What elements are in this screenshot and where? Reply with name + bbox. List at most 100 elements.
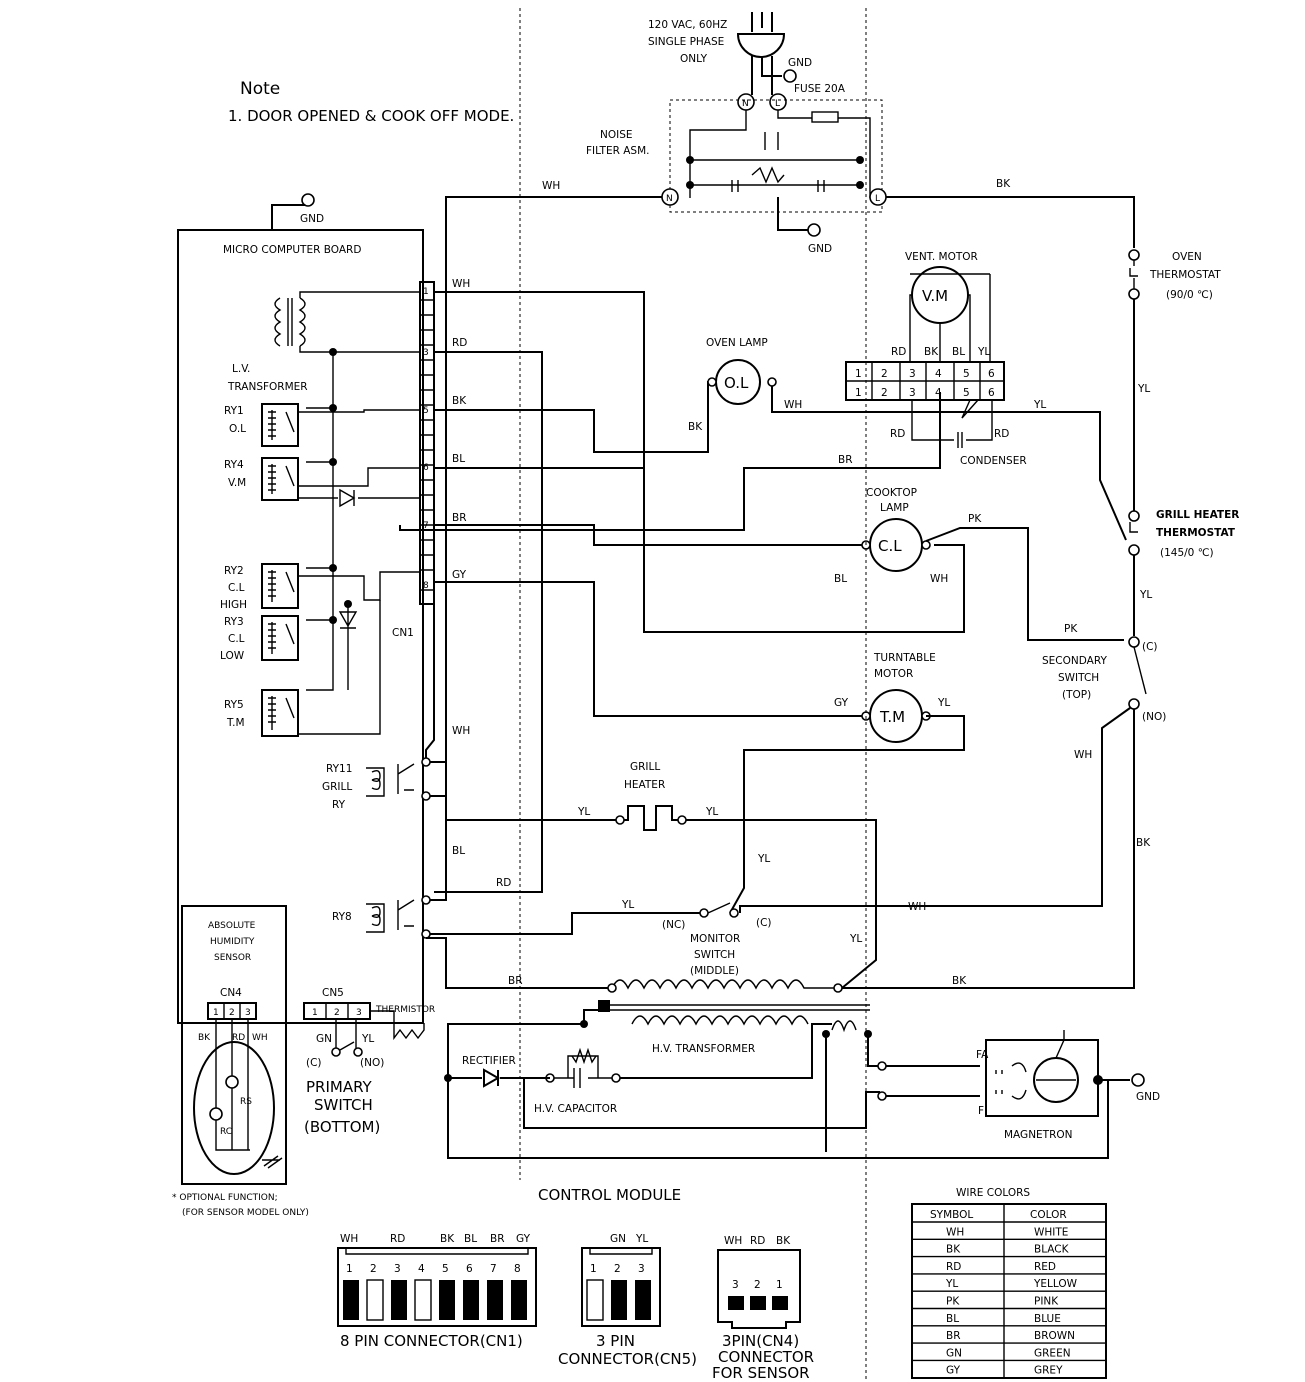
oven-lamp-code: O.L [724, 374, 749, 392]
cn1-slot-7 [487, 1280, 503, 1320]
cn1-pin-8: 8 [423, 581, 429, 591]
cn1-detail-pin-3: 3 [394, 1263, 401, 1275]
magnetron-gnd-label: GND [1136, 1091, 1160, 1103]
grill-thermostat-label-2: THERMOSTAT [1156, 527, 1236, 539]
vent-pin-6a: 6 [988, 368, 995, 380]
wire-label-gh-yl-1: YL [577, 806, 590, 818]
secondary-switch-c: (C) [1142, 641, 1158, 653]
wire-label-bl-ry11: BL [452, 845, 465, 857]
cn1-pin-3: 3 [423, 348, 429, 358]
oven-thermostat: OVEN THERMOSTAT (90/0 ℃) [1128, 249, 1221, 301]
monitor-switch-nc: (NC) [662, 919, 685, 931]
note-title: Note [240, 79, 280, 99]
cn5-primary-switch: CN5 1 2 3 THERMISTOR GN YL (C) (NO) PRIM… [303, 987, 435, 1136]
hv-core-mark [598, 1000, 610, 1012]
cooktop-lamp-label-2: LAMP [880, 502, 909, 514]
wire-wh-neutral [445, 196, 662, 768]
oven-thermostat-symbol [1129, 260, 1138, 289]
wire-bk-line [886, 196, 1135, 248]
wire-label-tm-gy: GY [834, 697, 849, 709]
monitor-switch-blade [707, 902, 731, 914]
vent-label-rd3: RD [994, 428, 1009, 440]
humidity-box [181, 905, 287, 1185]
wire-colors-symbol-cell: YL [945, 1278, 958, 1290]
cn4-color-bk: BK [776, 1235, 791, 1247]
noise-filter-label-2: FILTER ASM. [586, 145, 649, 157]
primary-switch-no: (NO) [360, 1057, 384, 1069]
ry4-coil [268, 464, 295, 494]
magnetron-fa: FA [976, 1049, 989, 1061]
turntable-label-2: MOTOR [874, 668, 913, 680]
ry5-box [261, 689, 299, 737]
humidity-label-2: HUMIDITY [210, 937, 255, 947]
cn1-detail-pin-2: 2 [370, 1263, 377, 1275]
wire-cn1-8-gy [434, 581, 862, 717]
wire-cl-pk [925, 527, 1124, 641]
grill-heater-label-1: GRILL [630, 761, 660, 773]
cn5-pin-3: 3 [356, 1008, 362, 1018]
fuse-symbol [811, 111, 839, 123]
connector-cn4-detail: WH RD BK 3 2 1 3PIN(CN4) CONNECTOR FOR S… [712, 1235, 814, 1382]
wire-colors-color-cell: BLUE [1034, 1313, 1061, 1325]
wire-label-br-vent: BR [838, 454, 853, 466]
cn5-caption-1: 3 PIN [596, 1332, 635, 1350]
wire-colors-color-cell: RED [1034, 1261, 1056, 1273]
hv-section: H.V. TRANSFORMER RECTIFIER H.V. CAPACITO… [444, 1000, 1109, 1159]
oven-thermostat-label-1: OVEN [1172, 251, 1202, 263]
wire-label-mon-wh: WH [908, 901, 926, 913]
filter-gnd-label: GND [808, 243, 832, 255]
wire-tm-yl [729, 715, 965, 914]
cn1-slot-4 [414, 1279, 432, 1321]
optional-label-2: (FOR SENSOR MODEL ONLY) [182, 1208, 309, 1218]
turntable-code: T.M [879, 708, 905, 726]
vent-pin-4b: 4 [935, 387, 942, 399]
ry3-sub2: LOW [220, 650, 245, 662]
ry5-label: RY5 [224, 699, 244, 711]
cn5-slot-3 [635, 1280, 651, 1320]
cn5-detail-pin-2: 2 [614, 1263, 621, 1275]
ry11-contact [397, 763, 415, 794]
cn5-pin-1: 1 [312, 1008, 318, 1018]
main-wiring: WH BK WH RD BK BK BL BR BL BR GY GY OVEN… [322, 178, 1239, 993]
cn4-detail-pin-3: 3 [732, 1279, 739, 1291]
connector-cn1-detail: WH RD BK BL BR GY 1 2 3 4 5 6 7 8 8 PIN … [337, 1233, 537, 1350]
wire-colors-color-cell: WHITE [1034, 1226, 1068, 1238]
secondary-switch-blade [1133, 646, 1147, 695]
cn5-caption-2: CONNECTOR(CN5) [558, 1350, 697, 1368]
cn5-label: CN5 [322, 987, 344, 999]
ry3-label: RY3 [224, 616, 244, 628]
ry11-coil [366, 767, 385, 797]
plug-leads [751, 56, 782, 95]
magnetron-gnd-terminal [1131, 1073, 1145, 1087]
wire-label-tm-yl: YL [937, 697, 950, 709]
wire-label-rail-yl: YL [1137, 383, 1150, 395]
cn1-slot-8 [511, 1280, 527, 1320]
magnetron-filament [1011, 1062, 1027, 1100]
relay-ry3: RY3 C.L LOW [220, 615, 299, 662]
secondary-switch-label-2: SWITCH [1058, 672, 1099, 684]
vent-label-yl: YL [977, 346, 990, 358]
note: Note 1. DOOR OPENED & COOK OFF MODE. [228, 79, 514, 125]
ry4-out [298, 467, 420, 487]
cn1-pin-1: 1 [423, 287, 429, 297]
wire-colors-color-cell: BROWN [1034, 1330, 1075, 1342]
cn4-color-wh: WH [724, 1235, 742, 1247]
cn1-strip [419, 281, 435, 605]
vent-label-bl: BL [952, 346, 965, 358]
cn1-slot-6 [463, 1280, 479, 1320]
grill-heater-label-2: HEATER [624, 779, 665, 791]
ry8-contact [397, 899, 415, 930]
humidity-rc [209, 1107, 223, 1121]
wire-ol-wh [771, 386, 1127, 541]
magnetron-label: MAGNETRON [1004, 1129, 1073, 1141]
wire-colors-symbol-cell: BK [946, 1244, 961, 1256]
wire-cn1-1-wh [434, 291, 965, 633]
wire-colors-symbol-cell: RD [946, 1261, 961, 1273]
power-spec-3: ONLY [680, 53, 708, 65]
humidity-cn4-grid [223, 1003, 241, 1019]
cn1-slot-5 [439, 1280, 455, 1320]
plug-gnd-terminal [783, 69, 797, 83]
vent-motor-code: V.M [922, 287, 948, 305]
oven-lamp-label: OVEN LAMP [706, 337, 768, 349]
